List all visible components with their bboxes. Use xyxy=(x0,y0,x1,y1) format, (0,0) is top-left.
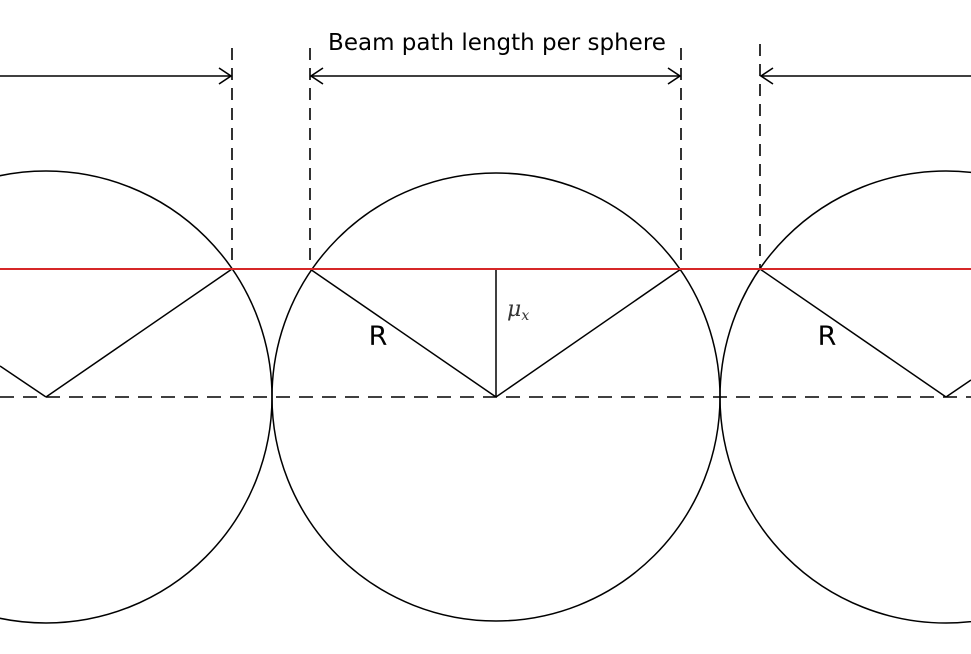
mu-subscript: x xyxy=(521,308,529,324)
penetration-depth-label: μx xyxy=(507,297,529,324)
radius-lines-center xyxy=(309,268,682,398)
radius-lines-right xyxy=(759,268,971,398)
radius-label-center: R xyxy=(369,321,388,352)
diagram-title: Beam path length per sphere xyxy=(328,30,666,56)
radius-lines-left xyxy=(0,268,233,398)
dimension-arrow-right xyxy=(759,67,971,85)
dimension-arrow-left xyxy=(0,67,233,85)
radius-label-right: R xyxy=(818,321,837,352)
mu-symbol: μ xyxy=(507,297,521,322)
dimension-arrow-center xyxy=(309,67,682,85)
